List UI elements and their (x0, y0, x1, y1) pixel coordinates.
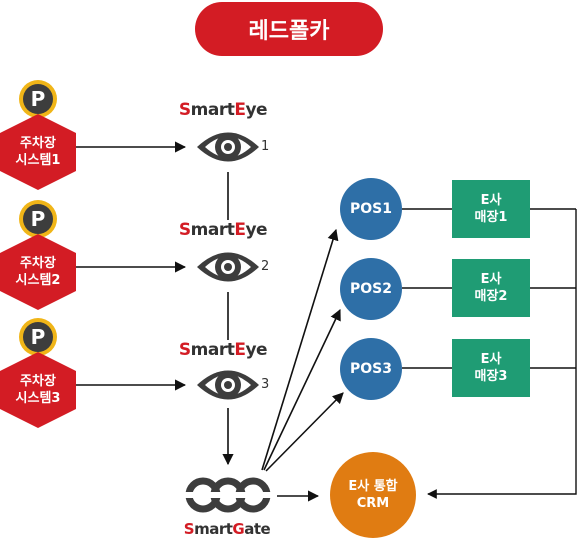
store-line1: E사 (480, 272, 502, 287)
parking-icon-letter: P (23, 84, 53, 114)
smarteye-number-3: 3 (261, 377, 270, 392)
smartgate-label: SmartGate (183, 520, 271, 538)
parking-system-label: 주차장 시스템3 (0, 352, 76, 428)
parking-system-line2: 시스템1 (15, 153, 61, 168)
store-2: E사 매장2 (452, 259, 530, 317)
parking-icon-letter: P (23, 322, 53, 352)
pos-terminal-2: POS2 (340, 258, 402, 320)
parking-system-line1: 주차장 (20, 136, 56, 151)
smarteye-label-3: SmartEye (178, 340, 268, 360)
store-line1: E사 (480, 352, 502, 367)
arrow-rail-to-crm (427, 209, 577, 499)
parking-system-label: 주차장 시스템1 (0, 114, 76, 190)
parking-system-line1: 주차장 (20, 256, 56, 271)
store-line1: E사 (480, 193, 502, 208)
parking-circle-icon: P (19, 80, 57, 118)
parking-system-line1: 주차장 (20, 374, 56, 389)
parking-system-line2: 시스템3 (15, 391, 61, 406)
parking-circle-icon: P (19, 200, 57, 238)
pos-terminal-3: POS3 (340, 338, 402, 400)
parking-icon-letter: P (23, 204, 53, 234)
hexagon-shape (0, 352, 76, 428)
store-line2: 매장1 (474, 210, 508, 225)
page-title: 레드폴카 (195, 2, 383, 56)
pos-terminal-1: POS1 (340, 178, 402, 240)
parking-system-label: 주차장 시스템2 (0, 234, 76, 310)
crm-line2: CRM (356, 496, 390, 511)
smartgate-logo-icon (185, 477, 271, 513)
parking-circle-icon: P (19, 318, 57, 356)
store-line2: 매장2 (474, 289, 508, 304)
smarteye-number-2: 2 (261, 259, 270, 274)
parking-system-2: P 주차장 시스템2 (0, 200, 76, 310)
parking-system-3: P 주차장 시스템3 (0, 318, 76, 428)
hexagon-shape (0, 114, 76, 190)
smarteye-number-1: 1 (261, 139, 270, 154)
crm-line1: E사 통합 (348, 479, 398, 494)
eye-icon (197, 252, 259, 282)
eye-icon (197, 370, 259, 400)
store-line2: 매장3 (474, 369, 508, 384)
parking-system-line2: 시스템2 (15, 273, 61, 288)
smarteye-label-1: SmartEye (178, 100, 268, 120)
integrated-crm: E사 통합 CRM (330, 452, 416, 538)
eye-icon (197, 132, 259, 162)
arrow-gate-to-pos1 (261, 228, 339, 471)
smarteye-label-2: SmartEye (178, 220, 268, 240)
hexagon-shape (0, 234, 76, 310)
arrow-gate-to-pos2 (263, 308, 341, 471)
store-1: E사 매장1 (452, 180, 530, 238)
arrow-gate-to-pos3 (265, 392, 344, 472)
parking-system-1: P 주차장 시스템1 (0, 80, 76, 190)
store-3: E사 매장3 (452, 339, 530, 397)
